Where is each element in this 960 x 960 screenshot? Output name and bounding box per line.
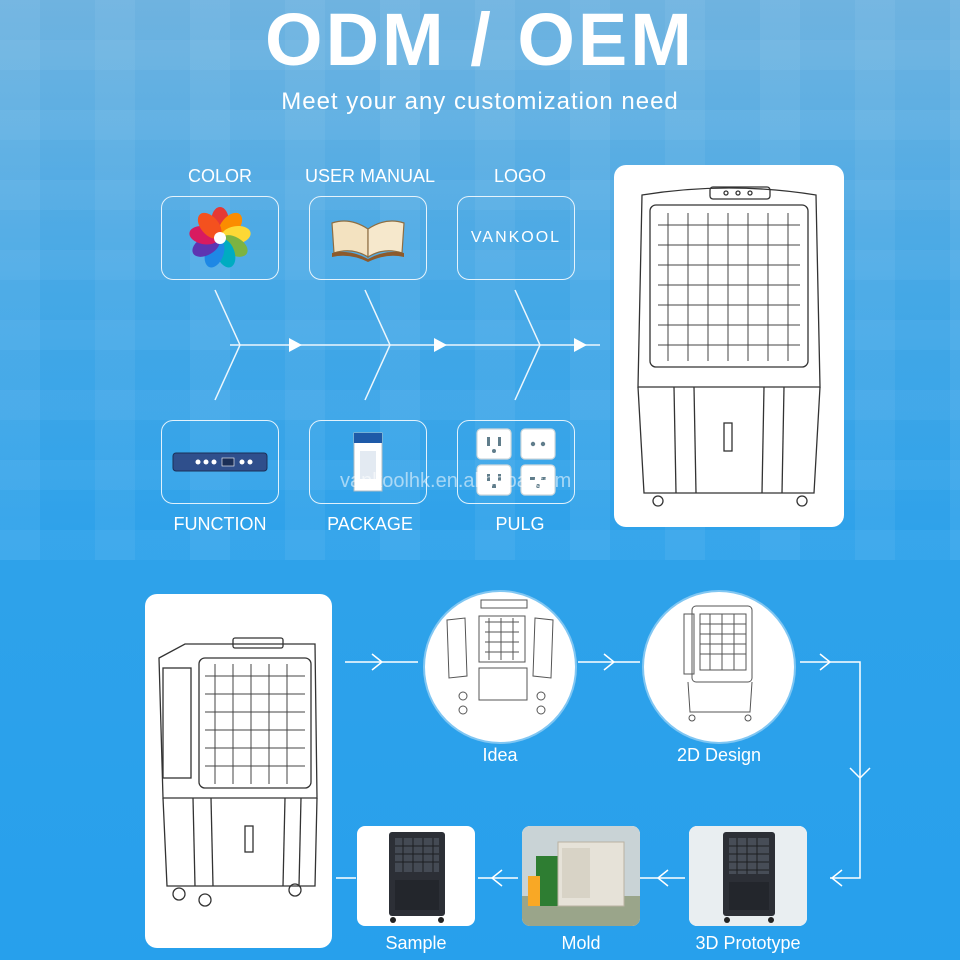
option-label-package: PACKAGE xyxy=(327,514,413,534)
open-book-icon xyxy=(331,220,405,262)
prototype-3d-card xyxy=(689,826,807,926)
option-plug[interactable] xyxy=(457,420,575,504)
step-label-mold: Mold xyxy=(561,933,601,953)
option-logo[interactable]: VANKOOL xyxy=(457,196,575,280)
sample-cooler-image xyxy=(389,832,445,923)
exploded-parts-sketch xyxy=(446,599,554,715)
idea-circle xyxy=(425,592,575,742)
prototype-3d-cooler-image xyxy=(689,826,807,926)
option-label-function: FUNCTION xyxy=(173,514,267,534)
option-label-color: COLOR xyxy=(187,166,252,186)
plug-socket-icon xyxy=(476,428,556,496)
page-title: ODM / OEM xyxy=(265,0,695,81)
step-label-2d-design: 2D Design xyxy=(676,745,762,765)
package-box-icon xyxy=(353,432,383,492)
cooler-line-art-card xyxy=(145,594,332,948)
cooler-sketch-card xyxy=(614,165,844,527)
mold-card xyxy=(522,826,640,926)
sample-card xyxy=(357,826,475,926)
logo-text: VANKOOL xyxy=(470,229,562,246)
option-user-manual[interactable] xyxy=(309,196,427,280)
option-label-logo: LOGO xyxy=(493,166,546,186)
option-label-user-manual: USER MANUAL xyxy=(304,166,436,186)
option-function[interactable] xyxy=(161,420,279,504)
step-label-3d-prototype: 3D Prototype xyxy=(695,933,801,953)
arrow-icon xyxy=(289,338,302,352)
arrow-icon xyxy=(574,338,587,352)
control-panel-icon xyxy=(172,452,268,472)
watermark: vankoolhk.en.alibaba.com xyxy=(340,470,572,492)
step-label-idea: Idea xyxy=(482,745,518,765)
option-label-plug: PULG xyxy=(495,514,545,534)
option-color[interactable] xyxy=(161,196,279,280)
arrow-icon xyxy=(434,338,447,352)
option-package[interactable] xyxy=(309,420,427,504)
design-2d-circle xyxy=(644,592,794,742)
step-label-sample: Sample xyxy=(385,933,447,953)
color-wheel-icon xyxy=(189,207,251,268)
air-cooler-line-art xyxy=(158,637,318,907)
mold-machine-image xyxy=(522,826,640,926)
page-subtitle: Meet your any customization need xyxy=(281,88,679,115)
design-2d-sketch xyxy=(683,605,753,722)
air-cooler-sketch xyxy=(637,186,821,507)
